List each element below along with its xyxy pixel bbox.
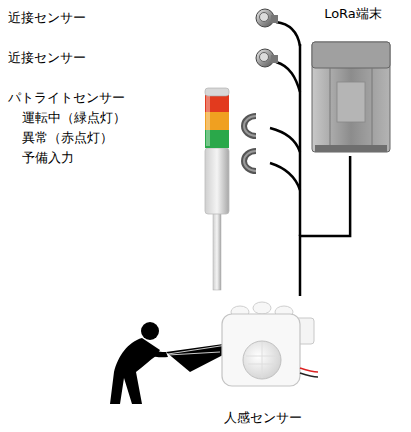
wire [276, 22, 300, 46]
motion-sensor [300, 368, 318, 372]
sensor-label: パトライトセンサー [8, 90, 125, 106]
wire [299, 44, 302, 236]
clamp-sensor [244, 151, 256, 171]
sensor-label: 予備入力 [22, 150, 74, 166]
proximity-sensor [256, 49, 278, 67]
signal-tower [213, 212, 221, 290]
clamp-sensor [244, 116, 256, 171]
person-silhouette [141, 322, 159, 340]
sensor-label: 近接センサー [8, 10, 86, 26]
motion-sensor [253, 302, 271, 314]
person-silhouette [138, 344, 168, 357]
proximity-sensor [256, 9, 278, 27]
proximity-sensor [260, 13, 269, 22]
lora-terminal: LoRa端末 [305, 6, 401, 156]
node-label: 人感センサー [205, 410, 320, 426]
signal-tower [205, 148, 229, 214]
clamp-sensor [244, 116, 256, 136]
motion-sensor [246, 342, 278, 378]
lora-device [337, 82, 365, 122]
lora-device [372, 68, 373, 152]
wire [276, 62, 300, 92]
lora-device [312, 42, 390, 152]
lora-device [330, 68, 331, 152]
wire [270, 22, 300, 236]
node-label: LoRa端末 [305, 6, 401, 22]
clamp-sensor [244, 116, 256, 136]
lora-device [312, 42, 390, 68]
proximity-sensor [271, 15, 278, 23]
sensor-label: 運転中（緑点灯） [22, 110, 126, 126]
wire [270, 163, 300, 190]
sensor-label: 近接センサー [8, 50, 86, 66]
signal-tower [206, 96, 210, 146]
wire-connector [300, 156, 350, 296]
lora-device [315, 145, 387, 152]
motion-sensor [300, 373, 318, 377]
proximity-sensor [260, 53, 269, 62]
proximity-sensor [271, 55, 278, 63]
motion-sensor [243, 341, 281, 379]
person-silhouette [110, 338, 160, 404]
wire [270, 128, 300, 152]
motion-sensor-box: 人感センサー [205, 296, 320, 426]
signal-tower [205, 88, 229, 290]
lora-device [312, 42, 390, 152]
clamp-sensor [244, 116, 256, 171]
motion-sensor [222, 302, 318, 386]
umbrella-ribs [168, 352, 220, 355]
sensor-label: 異常（赤点灯） [22, 130, 113, 146]
signal-tower [205, 88, 229, 96]
clamp-sensor [244, 151, 256, 171]
motion-sensor [222, 314, 300, 386]
